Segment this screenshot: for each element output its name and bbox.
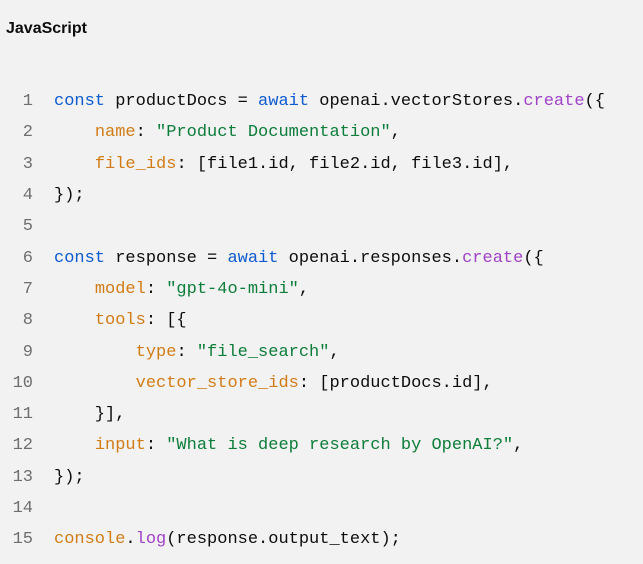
code-language-label: JavaScript [6, 20, 87, 37]
code-token: vector_store_ids [135, 373, 299, 393]
code-line: 2 name: "Product Documentation", [0, 117, 643, 148]
line-code: name: "Product Documentation", [33, 123, 401, 142]
line-number: 7 [22, 279, 33, 299]
code-token: model [94, 279, 146, 299]
code-line: 3 file_ids: [file1.id, file2.id, file3.i… [0, 149, 643, 180]
line-code: }); [33, 186, 85, 205]
code-token: console [54, 530, 126, 550]
line-number: 6 [22, 248, 33, 268]
line-code: vector_store_ids: [productDocs.id], [33, 374, 493, 393]
code-line: 10 vector_store_ids: [productDocs.id], [0, 368, 643, 399]
line-number: 5 [22, 217, 33, 237]
code-token: : [176, 342, 197, 362]
code-token: tools [94, 311, 146, 331]
code-token: "Product Documentation" [156, 123, 391, 143]
code-token: , [298, 279, 310, 299]
code-token: : [productDocs.id], [298, 373, 493, 393]
code-token: : [file1.id, file2.id, file3.id], [176, 154, 514, 174]
line-number: 1 [22, 92, 33, 112]
code-token: , [513, 436, 524, 456]
line-code: input: "What is deep research by OpenAI?… [33, 436, 523, 455]
code-line: 12 input: "What is deep research by Open… [0, 430, 643, 461]
code-token: . [125, 530, 136, 550]
code-line: 7 model: "gpt-4o-mini", [0, 274, 643, 305]
code-token: }); [54, 467, 85, 487]
line-number: 11 [12, 405, 33, 425]
code-line: 9 type: "file_search", [0, 336, 643, 367]
line-code: console.log(response.output_text); [33, 530, 401, 549]
code-line: 5 [0, 211, 643, 242]
code-line: 14 [0, 493, 643, 524]
code-token: name [94, 123, 136, 143]
code-token: : [145, 279, 167, 299]
code-token [54, 374, 136, 393]
code-line: 13}); [0, 462, 643, 493]
code-token: response = [105, 248, 228, 268]
line-code: type: "file_search", [33, 343, 340, 362]
line-code: }], [33, 405, 126, 425]
code-token: await [258, 92, 310, 112]
code-token: (response.output_text); [166, 530, 401, 550]
code-token: "What is deep research by OpenAI?" [166, 436, 514, 456]
code-token: create [462, 248, 524, 268]
code-token: }], [54, 405, 126, 425]
code-token [54, 311, 95, 330]
line-code: tools: [{ [33, 311, 187, 330]
code-token: : [{ [145, 311, 187, 331]
code-line: 11 }], [0, 399, 643, 430]
code-token: }); [54, 186, 85, 206]
code-token [54, 155, 95, 174]
code-token: const [54, 92, 106, 112]
line-code: const response = await openai.responses.… [33, 249, 544, 268]
code-token: : [135, 123, 157, 143]
code-token: log [135, 530, 167, 550]
code-token: ({ [584, 92, 605, 112]
code-token: ({ [523, 248, 544, 268]
line-code: file_ids: [file1.id, file2.id, file3.id]… [33, 155, 513, 174]
code-token: file_ids [94, 154, 177, 174]
code-token: , [329, 342, 340, 362]
line-number: 8 [22, 311, 33, 331]
code-line: 4}); [0, 180, 643, 211]
line-number: 3 [22, 154, 33, 174]
code-token [54, 343, 136, 362]
code-token: await [227, 248, 279, 268]
line-number: 14 [12, 499, 33, 518]
code-token: : [145, 436, 167, 456]
code-token: input [94, 436, 146, 456]
code-token: , [390, 123, 401, 143]
line-number: 12 [12, 436, 33, 456]
line-code: }); [33, 468, 85, 487]
line-code: const productDocs = await openai.vectorS… [33, 92, 605, 111]
code-token [54, 436, 95, 455]
code-token: type [135, 342, 177, 362]
code-line: 8 tools: [{ [0, 305, 643, 336]
line-number: 4 [22, 186, 33, 206]
code-token: openai.vectorStores. [309, 92, 524, 112]
code-token: const [54, 248, 106, 268]
code-token: create [523, 92, 585, 112]
code-token: openai.responses. [278, 248, 463, 268]
line-number: 2 [22, 123, 33, 143]
line-number: 9 [22, 342, 33, 362]
line-number: 10 [12, 373, 33, 393]
line-code: model: "gpt-4o-mini", [33, 280, 309, 299]
line-number: 15 [12, 530, 33, 550]
code-token: "file_search" [196, 342, 330, 362]
code-token [54, 280, 95, 299]
line-number: 13 [12, 467, 33, 487]
code-token: productDocs = [105, 92, 259, 112]
code-token [54, 123, 95, 142]
code-token: "gpt-4o-mini" [166, 279, 299, 299]
